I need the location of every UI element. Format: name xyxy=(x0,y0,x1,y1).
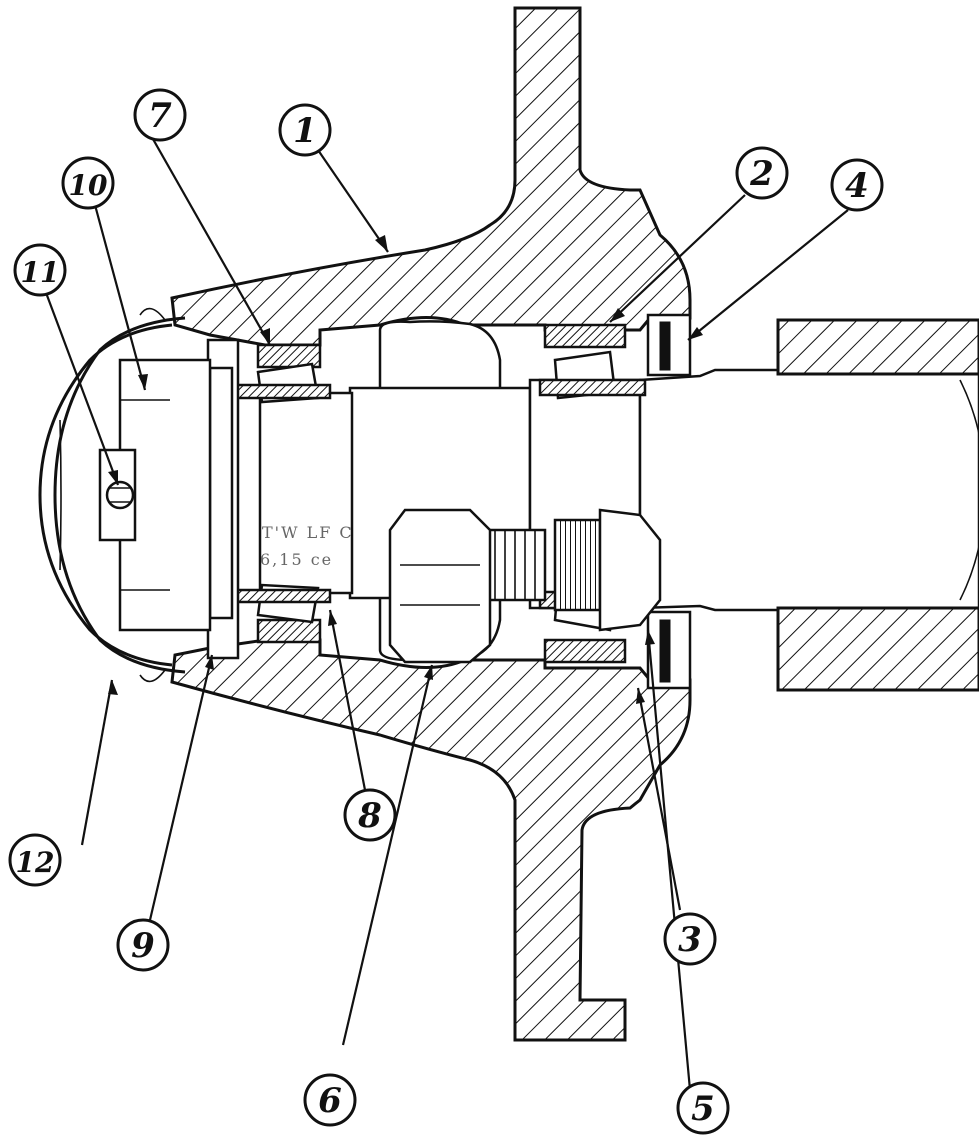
spindle-nut-assembly xyxy=(98,338,240,660)
callout-1: 1 xyxy=(278,103,332,157)
callout-6: 6 xyxy=(303,1073,357,1127)
callout-6-label: 6 xyxy=(318,1081,342,1121)
callout-5: 5 xyxy=(676,1081,730,1135)
callout-3-label: 3 xyxy=(678,920,702,960)
callout-12-label: 12 xyxy=(16,846,55,879)
faint-text-1: T'W LF C xyxy=(262,523,354,542)
callout-2-label: 2 xyxy=(749,154,774,194)
callout-4: 4 xyxy=(830,158,884,212)
callout-8: 8 xyxy=(343,788,397,842)
leader-lines xyxy=(43,124,849,1091)
callout-2: 2 xyxy=(735,146,789,200)
outer-bearing xyxy=(234,343,332,644)
callout-1-label: 1 xyxy=(293,111,317,151)
callout-9: 9 xyxy=(116,918,170,972)
faint-annotation: T'W LF C 6,15 ce xyxy=(260,523,354,569)
callout-3: 3 xyxy=(663,912,717,966)
callout-10: 10 xyxy=(61,156,115,210)
grease-seal xyxy=(646,313,692,690)
callout-8-label: 8 xyxy=(357,796,382,836)
callout-11: 11 xyxy=(13,243,67,297)
callout-7: 7 xyxy=(133,88,187,142)
callout-11-label: 11 xyxy=(21,256,60,289)
lug-nut xyxy=(388,508,492,664)
callout-9-label: 9 xyxy=(131,926,155,966)
callout-5-label: 5 xyxy=(691,1089,715,1129)
callout-7-label: 7 xyxy=(148,96,172,136)
callout-10-label: 10 xyxy=(69,169,108,202)
callout-4-label: 4 xyxy=(845,166,869,206)
dust-cap xyxy=(38,307,186,683)
axle-housing xyxy=(776,318,979,692)
faint-text-2: 6,15 ce xyxy=(260,550,333,569)
callout-12: 12 xyxy=(8,833,62,887)
